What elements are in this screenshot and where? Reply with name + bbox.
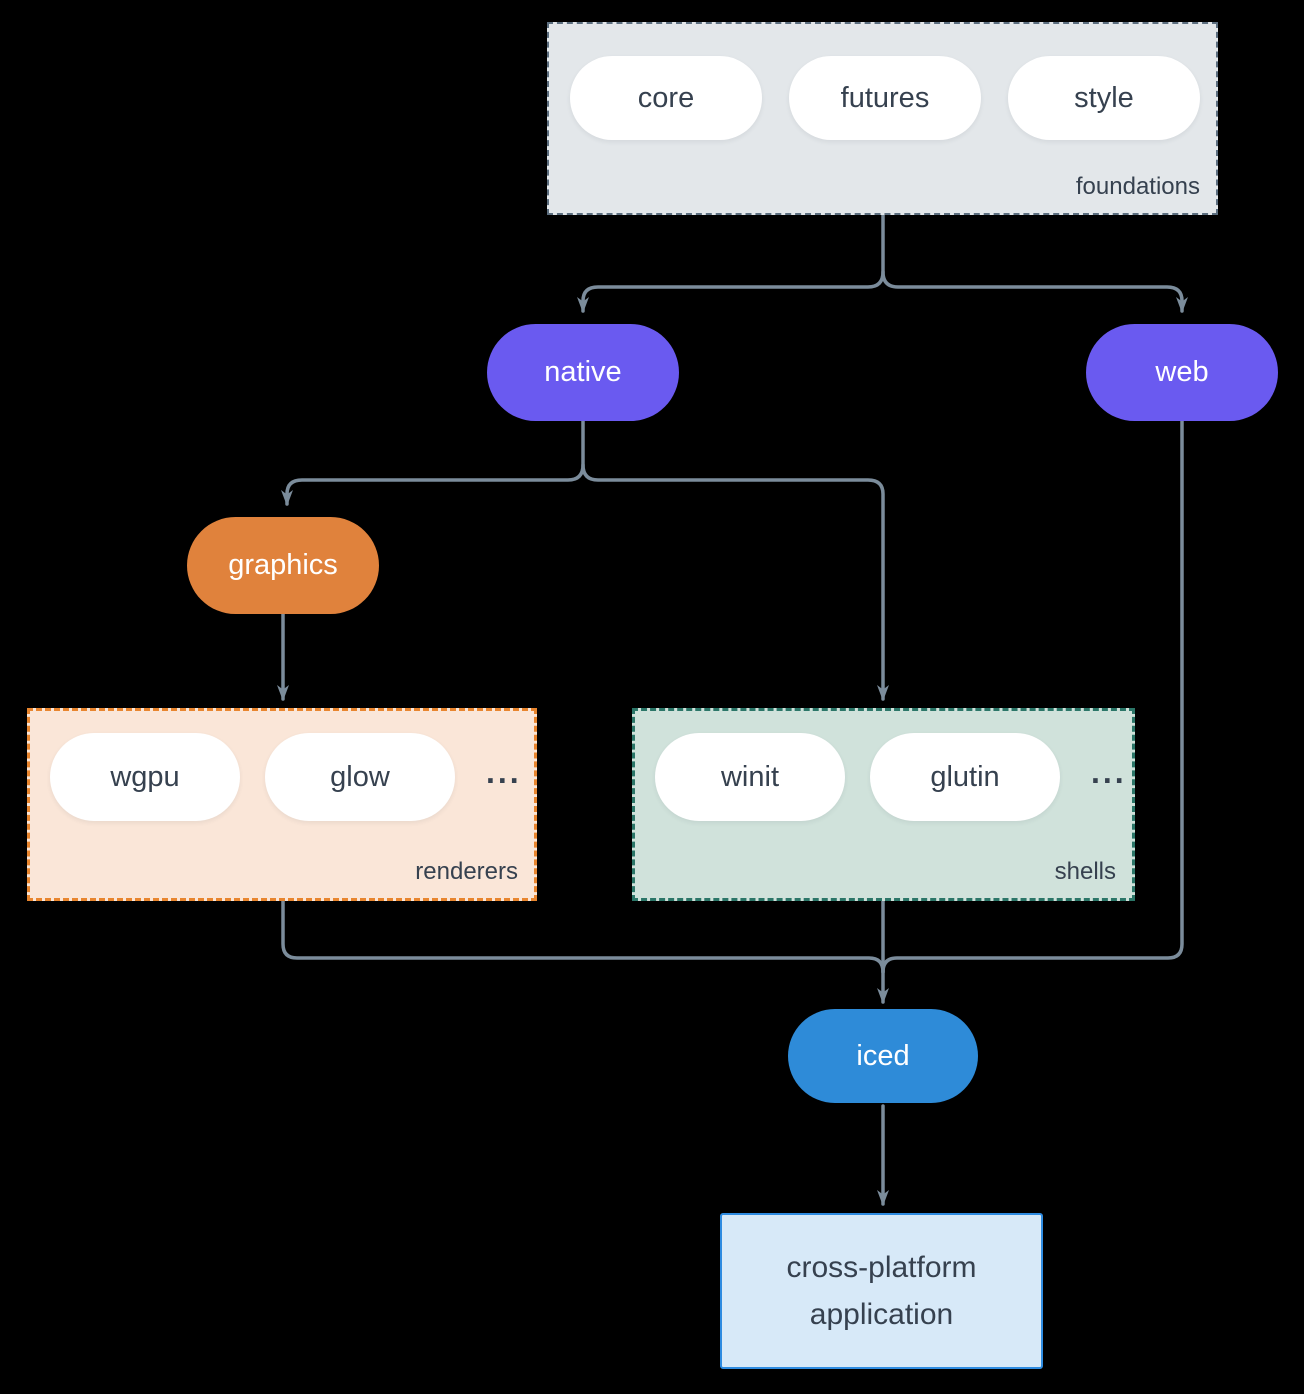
node-winit: winit — [655, 733, 845, 821]
node-core: core — [570, 56, 762, 140]
renderers-label: renderers — [415, 858, 518, 885]
node-glutin: glutin — [870, 733, 1060, 821]
edge-foundations-native — [577, 213, 885, 313]
edge-renderers-merge — [281, 899, 885, 974]
node-web: web — [1086, 324, 1278, 421]
foundations-pill-row: core futures style — [570, 56, 1200, 140]
node-style: style — [1008, 56, 1200, 140]
group-shells: winit glutin ... shells — [632, 708, 1135, 901]
node-graphics: graphics — [187, 517, 379, 614]
shells-pill-row: winit glutin ... — [655, 733, 1127, 821]
renderers-ellipsis: ... — [486, 753, 522, 790]
edge-foundations-web — [881, 270, 1188, 313]
group-foundations: core futures style foundations — [547, 22, 1218, 215]
node-cross-platform-application: cross-platform application — [720, 1213, 1043, 1369]
node-glow: glow — [265, 733, 455, 821]
node-native: native — [487, 324, 679, 421]
foundations-label: foundations — [1075, 173, 1200, 200]
group-renderers: wgpu glow ... renderers — [27, 708, 537, 901]
node-futures: futures — [789, 56, 981, 140]
edge-native-shells — [581, 463, 889, 701]
shells-label: shells — [1054, 858, 1116, 885]
node-iced: iced — [788, 1009, 978, 1103]
shells-ellipsis: ... — [1091, 753, 1127, 790]
renderers-pill-row: wgpu glow ... — [50, 733, 522, 821]
edge-native-graphics — [281, 419, 585, 506]
node-wgpu: wgpu — [50, 733, 240, 821]
